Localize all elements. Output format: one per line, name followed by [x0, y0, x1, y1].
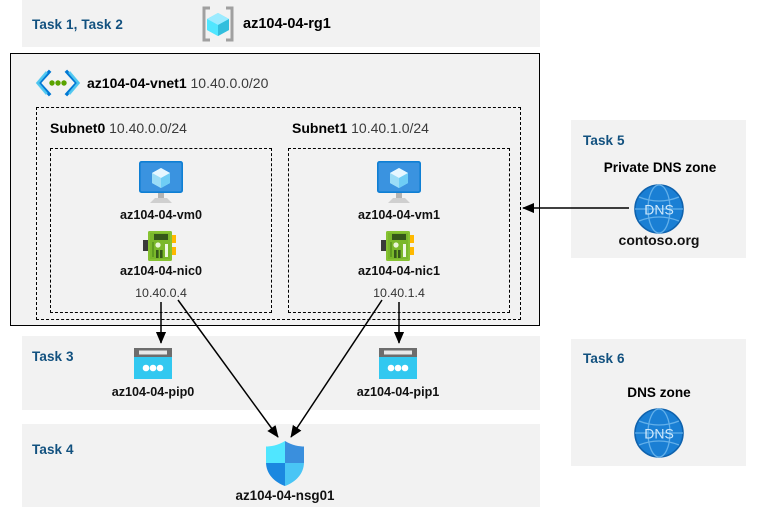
task-label-5: Task 5	[583, 133, 625, 148]
nsg-label: az104-04-nsg01	[235, 488, 335, 503]
subnet0-cidr: 10.40.0.0/24	[109, 120, 187, 136]
subnet1-name: Subnet1	[292, 120, 348, 136]
pip1-label: az104-04-pip1	[356, 385, 440, 399]
task-label-1-2: Task 1, Task 2	[32, 17, 123, 32]
subnet0-name: Subnet0	[50, 120, 106, 136]
vnet-name: az104-04-vnet1 10.40.0.0/20	[87, 75, 268, 91]
private-dns-zone-title: Private DNS zone	[603, 160, 717, 175]
subnet1-header: Subnet1 10.40.1.0/24	[292, 120, 429, 136]
pip0-label: az104-04-pip0	[111, 385, 195, 399]
task3-panel	[22, 336, 540, 410]
subnet1-cidr: 10.40.1.0/24	[351, 120, 429, 136]
virtual-machine-icon	[373, 160, 425, 204]
network-security-group-icon	[264, 440, 306, 487]
vnet-name-text: az104-04-vnet1	[87, 75, 187, 91]
task-label-4: Task 4	[32, 442, 74, 457]
network-interface-icon	[380, 230, 418, 262]
virtual-machine-icon	[135, 160, 187, 204]
nic0-label: az104-04-nic0	[120, 264, 202, 278]
nic1-label: az104-04-nic1	[358, 264, 440, 278]
nic0-ip: 10.40.0.4	[135, 286, 187, 300]
network-interface-icon	[142, 230, 180, 262]
public-ip-address-icon	[378, 347, 418, 380]
dns-zone-icon: DNS	[631, 407, 687, 459]
subnet0-header: Subnet0 10.40.0.0/24	[50, 120, 187, 136]
task-label-6: Task 6	[583, 351, 625, 366]
public-ip-address-icon	[133, 347, 173, 380]
nic1-ip: 10.40.1.4	[373, 286, 425, 300]
vnet-cidr: 10.40.0.0/20	[190, 75, 269, 91]
virtual-network-icon	[35, 69, 81, 97]
vm1-label: az104-04-vm1	[358, 208, 440, 222]
resource-group-icon	[199, 6, 237, 42]
dns-zone-icon: DNS	[631, 183, 687, 235]
resource-group-panel	[22, 0, 540, 47]
vm0-label: az104-04-vm0	[120, 208, 202, 222]
vnet-panel	[10, 53, 540, 326]
svg-text:DNS: DNS	[644, 202, 674, 218]
resource-group-name: az104-04-rg1	[243, 16, 331, 32]
task-label-3: Task 3	[32, 349, 74, 364]
dns-zone-title: DNS zone	[627, 385, 691, 400]
private-dns-zone-name: contoso.org	[618, 232, 700, 248]
svg-text:DNS: DNS	[644, 426, 674, 442]
